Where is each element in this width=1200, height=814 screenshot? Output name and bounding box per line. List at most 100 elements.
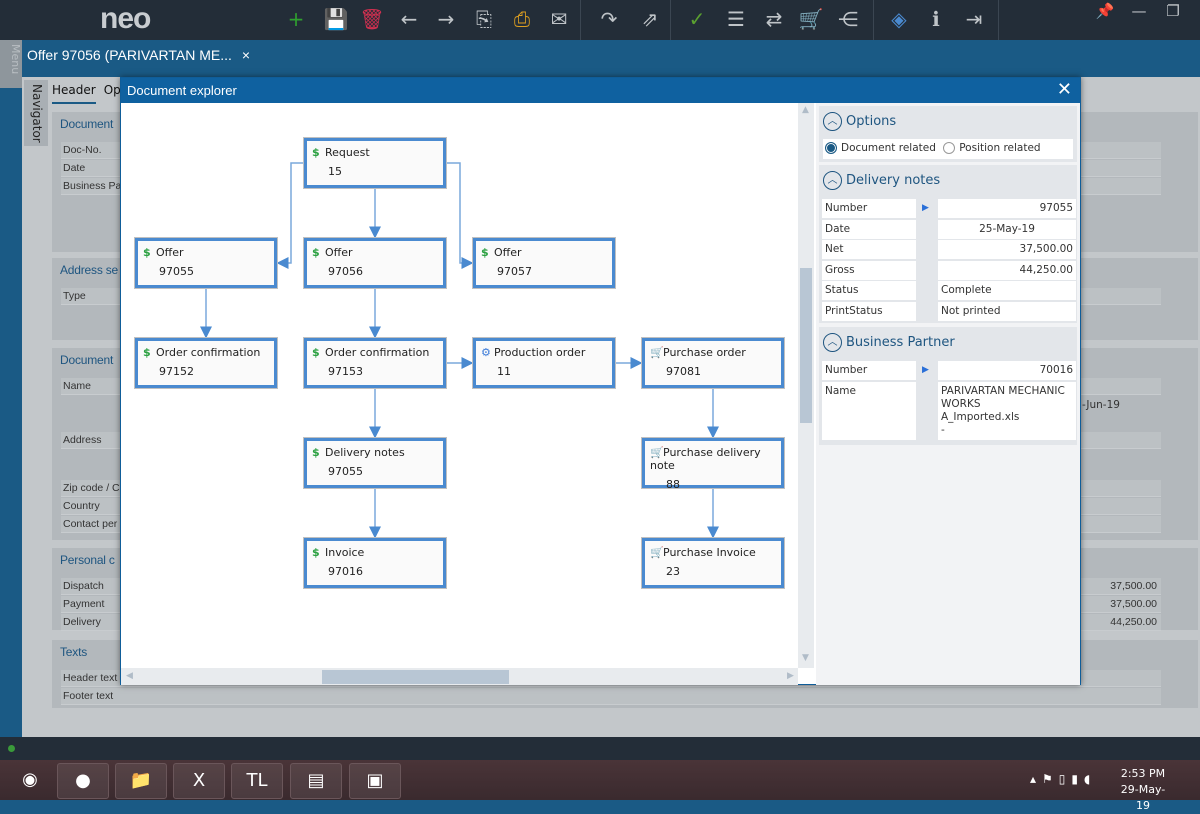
field-value: 70016 bbox=[938, 361, 1076, 380]
share-icon[interactable]: ⋲ bbox=[838, 7, 858, 31]
radio-document-related[interactable]: Document related bbox=[825, 142, 936, 154]
field-label: Country bbox=[63, 500, 100, 512]
flow-connectors bbox=[200, 162, 719, 539]
cart-icon: 🛒 bbox=[650, 346, 664, 359]
collapse-icon[interactable]: ︿ bbox=[823, 333, 842, 352]
approve-icon[interactable]: ✓ bbox=[688, 7, 706, 31]
node-type: Order confirmation bbox=[156, 346, 261, 359]
scroll-right-icon[interactable]: ▶ bbox=[787, 671, 794, 681]
bp-number-row: Number ▶ 70016 bbox=[822, 361, 1076, 380]
connector-arrow bbox=[447, 162, 474, 269]
menu-toggle[interactable]: Menu bbox=[0, 40, 22, 88]
close-icon[interactable]: ✕ bbox=[1056, 79, 1072, 100]
system-tray[interactable]: ▴⚑▯▮◖ bbox=[1030, 772, 1097, 786]
restore-icon[interactable]: ❐ bbox=[1166, 2, 1180, 20]
vertical-scroll-thumb[interactable] bbox=[800, 268, 812, 423]
document-tab-bar bbox=[0, 40, 1200, 77]
node-number: 97055 bbox=[328, 465, 363, 478]
field-value: 97055 bbox=[938, 199, 1076, 218]
taskbar-tl-neo-icon[interactable]: TL bbox=[231, 763, 283, 799]
link-arrow-icon[interactable]: ▶ bbox=[922, 203, 929, 213]
form-row[interactable]: Footer text bbox=[61, 688, 1161, 705]
delivery-notes-header[interactable]: ︿Delivery notes bbox=[823, 171, 940, 190]
horizontal-scroll-thumb[interactable] bbox=[322, 670, 509, 684]
field-label: Contact per bbox=[63, 518, 118, 530]
collapse-icon[interactable]: ︿ bbox=[823, 171, 842, 190]
tab-header[interactable]: Header bbox=[52, 83, 96, 104]
field-label: Number bbox=[822, 361, 916, 380]
delete-icon[interactable]: 🗑 bbox=[359, 7, 385, 31]
taskbar-explorer-icon[interactable]: 📁 bbox=[115, 763, 167, 799]
back-icon[interactable]: ← bbox=[400, 7, 418, 31]
close-icon[interactable]: ✕ bbox=[1193, 0, 1200, 24]
details-panel: ︿Options Document related Position relat… bbox=[816, 103, 1080, 685]
clock-date: 29-May-19 bbox=[1120, 783, 1166, 812]
forward-icon[interactable]: → bbox=[437, 7, 455, 31]
field-value: 25-May-19 bbox=[938, 219, 1076, 239]
mail-icon[interactable]: ✉ bbox=[550, 7, 568, 31]
taskbar-excel-icon[interactable]: X bbox=[173, 763, 225, 799]
tab-op[interactable]: Op bbox=[103, 83, 121, 97]
business-partner-header[interactable]: ︿Business Partner bbox=[823, 333, 955, 352]
export-icon[interactable]: ⇗ bbox=[641, 7, 659, 31]
transfer-icon[interactable]: ⇄ bbox=[765, 7, 783, 31]
taskbar-start-icon[interactable]: ◉ bbox=[22, 769, 38, 790]
collapse-icon[interactable]: ︿ bbox=[823, 112, 842, 131]
sort-icon[interactable]: ☰ bbox=[727, 7, 745, 31]
save-icon[interactable]: 💾 bbox=[323, 7, 349, 31]
radio-position-related[interactable]: Position related bbox=[943, 142, 1041, 154]
exit-icon[interactable]: ⇥ bbox=[965, 7, 983, 31]
minimize-icon[interactable]: — bbox=[1131, 2, 1147, 20]
scroll-down-icon[interactable]: ▼ bbox=[802, 653, 809, 663]
add-icon[interactable]: + bbox=[287, 7, 305, 31]
copy-icon[interactable]: ⎘ bbox=[476, 7, 492, 31]
field-label: Zip code / C bbox=[63, 482, 120, 494]
link-arrow-icon[interactable]: ▶ bbox=[922, 365, 929, 375]
taskbar-photos-icon[interactable]: ▣ bbox=[349, 763, 401, 799]
dollar-icon: $ bbox=[312, 246, 320, 259]
dollar-icon: $ bbox=[481, 246, 489, 259]
dollar-icon: $ bbox=[312, 446, 320, 459]
name-line: PARIVARTAN MECHANIC bbox=[941, 385, 1065, 397]
form-tabs: Header Op bbox=[52, 83, 129, 104]
tab-close-button[interactable]: × bbox=[241, 47, 251, 63]
redo-icon[interactable]: ↷ bbox=[600, 7, 618, 31]
field-label: PrintStatus bbox=[822, 301, 916, 321]
scroll-left-icon[interactable]: ◀ bbox=[126, 671, 133, 681]
node-type: Offer bbox=[325, 246, 353, 259]
navigator-toggle[interactable]: Navigator bbox=[24, 80, 48, 146]
info-icon[interactable]: ℹ bbox=[932, 7, 940, 31]
scroll-up-icon[interactable]: ▲ bbox=[802, 105, 809, 115]
taskbar-app-icon[interactable]: ▤ bbox=[290, 763, 342, 799]
document-tab[interactable]: Offer 97056 (PARIVARTAN ME...× bbox=[27, 47, 250, 63]
field-label: Delivery bbox=[63, 616, 101, 628]
options-header[interactable]: ︿Options bbox=[823, 112, 896, 131]
pin-icon[interactable]: 📌 bbox=[1095, 2, 1115, 20]
cart-icon[interactable]: 🛒 bbox=[798, 7, 824, 31]
node-type: Order confirmation bbox=[325, 346, 430, 359]
dropbox-icon[interactable]: ◈ bbox=[891, 7, 907, 31]
print-icon[interactable]: ⎙ bbox=[514, 7, 530, 31]
taskbar-chrome-icon[interactable]: ● bbox=[57, 763, 109, 799]
name-line: - bbox=[941, 424, 945, 436]
node-number: 11 bbox=[497, 365, 511, 378]
